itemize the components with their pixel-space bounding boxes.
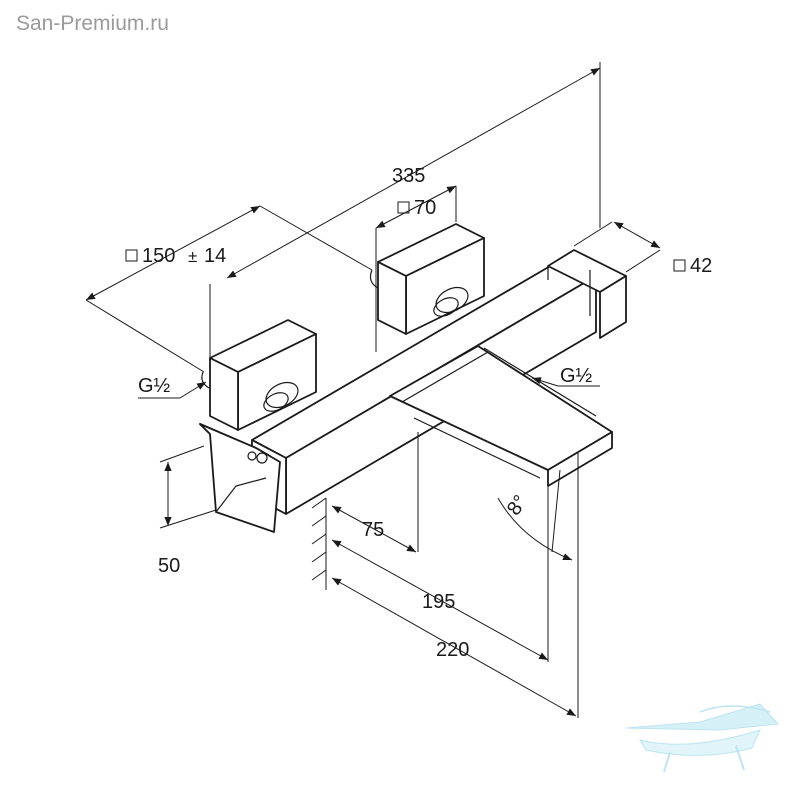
square-symbol-icon (397, 201, 410, 214)
dim-body-square: 70 (414, 197, 436, 219)
thread-left-label: G½ (138, 375, 171, 397)
square-symbol-icon (673, 259, 686, 272)
faucet-drawing (199, 223, 627, 590)
square-symbol-icon (125, 249, 138, 262)
dim-handle-height: 50 (158, 555, 180, 577)
plus-minus-icon: ± (188, 247, 197, 266)
dim-spout-square: 42 (690, 255, 712, 277)
dim-spout-offset: 75 (362, 519, 384, 541)
dim-wall-spacing: 150 (142, 245, 175, 267)
watermark: San-Premium.ru (16, 12, 169, 35)
left-connection-block (201, 319, 317, 431)
dim-spout-projection-total: 220 (436, 639, 469, 661)
dim-wall-tolerance: 14 (204, 245, 226, 267)
wall-line (311, 497, 327, 590)
bathtub-logo-icon (625, 703, 780, 773)
dimension-lines (85, 62, 661, 718)
lever-handle (199, 423, 281, 533)
dim-overall-length: 335 (392, 165, 425, 187)
thread-right-label: G½ (560, 365, 593, 387)
dim-spout-projection-mid: 195 (422, 591, 455, 613)
spout (389, 345, 613, 487)
dim-spout-angle: 8° (503, 491, 532, 519)
